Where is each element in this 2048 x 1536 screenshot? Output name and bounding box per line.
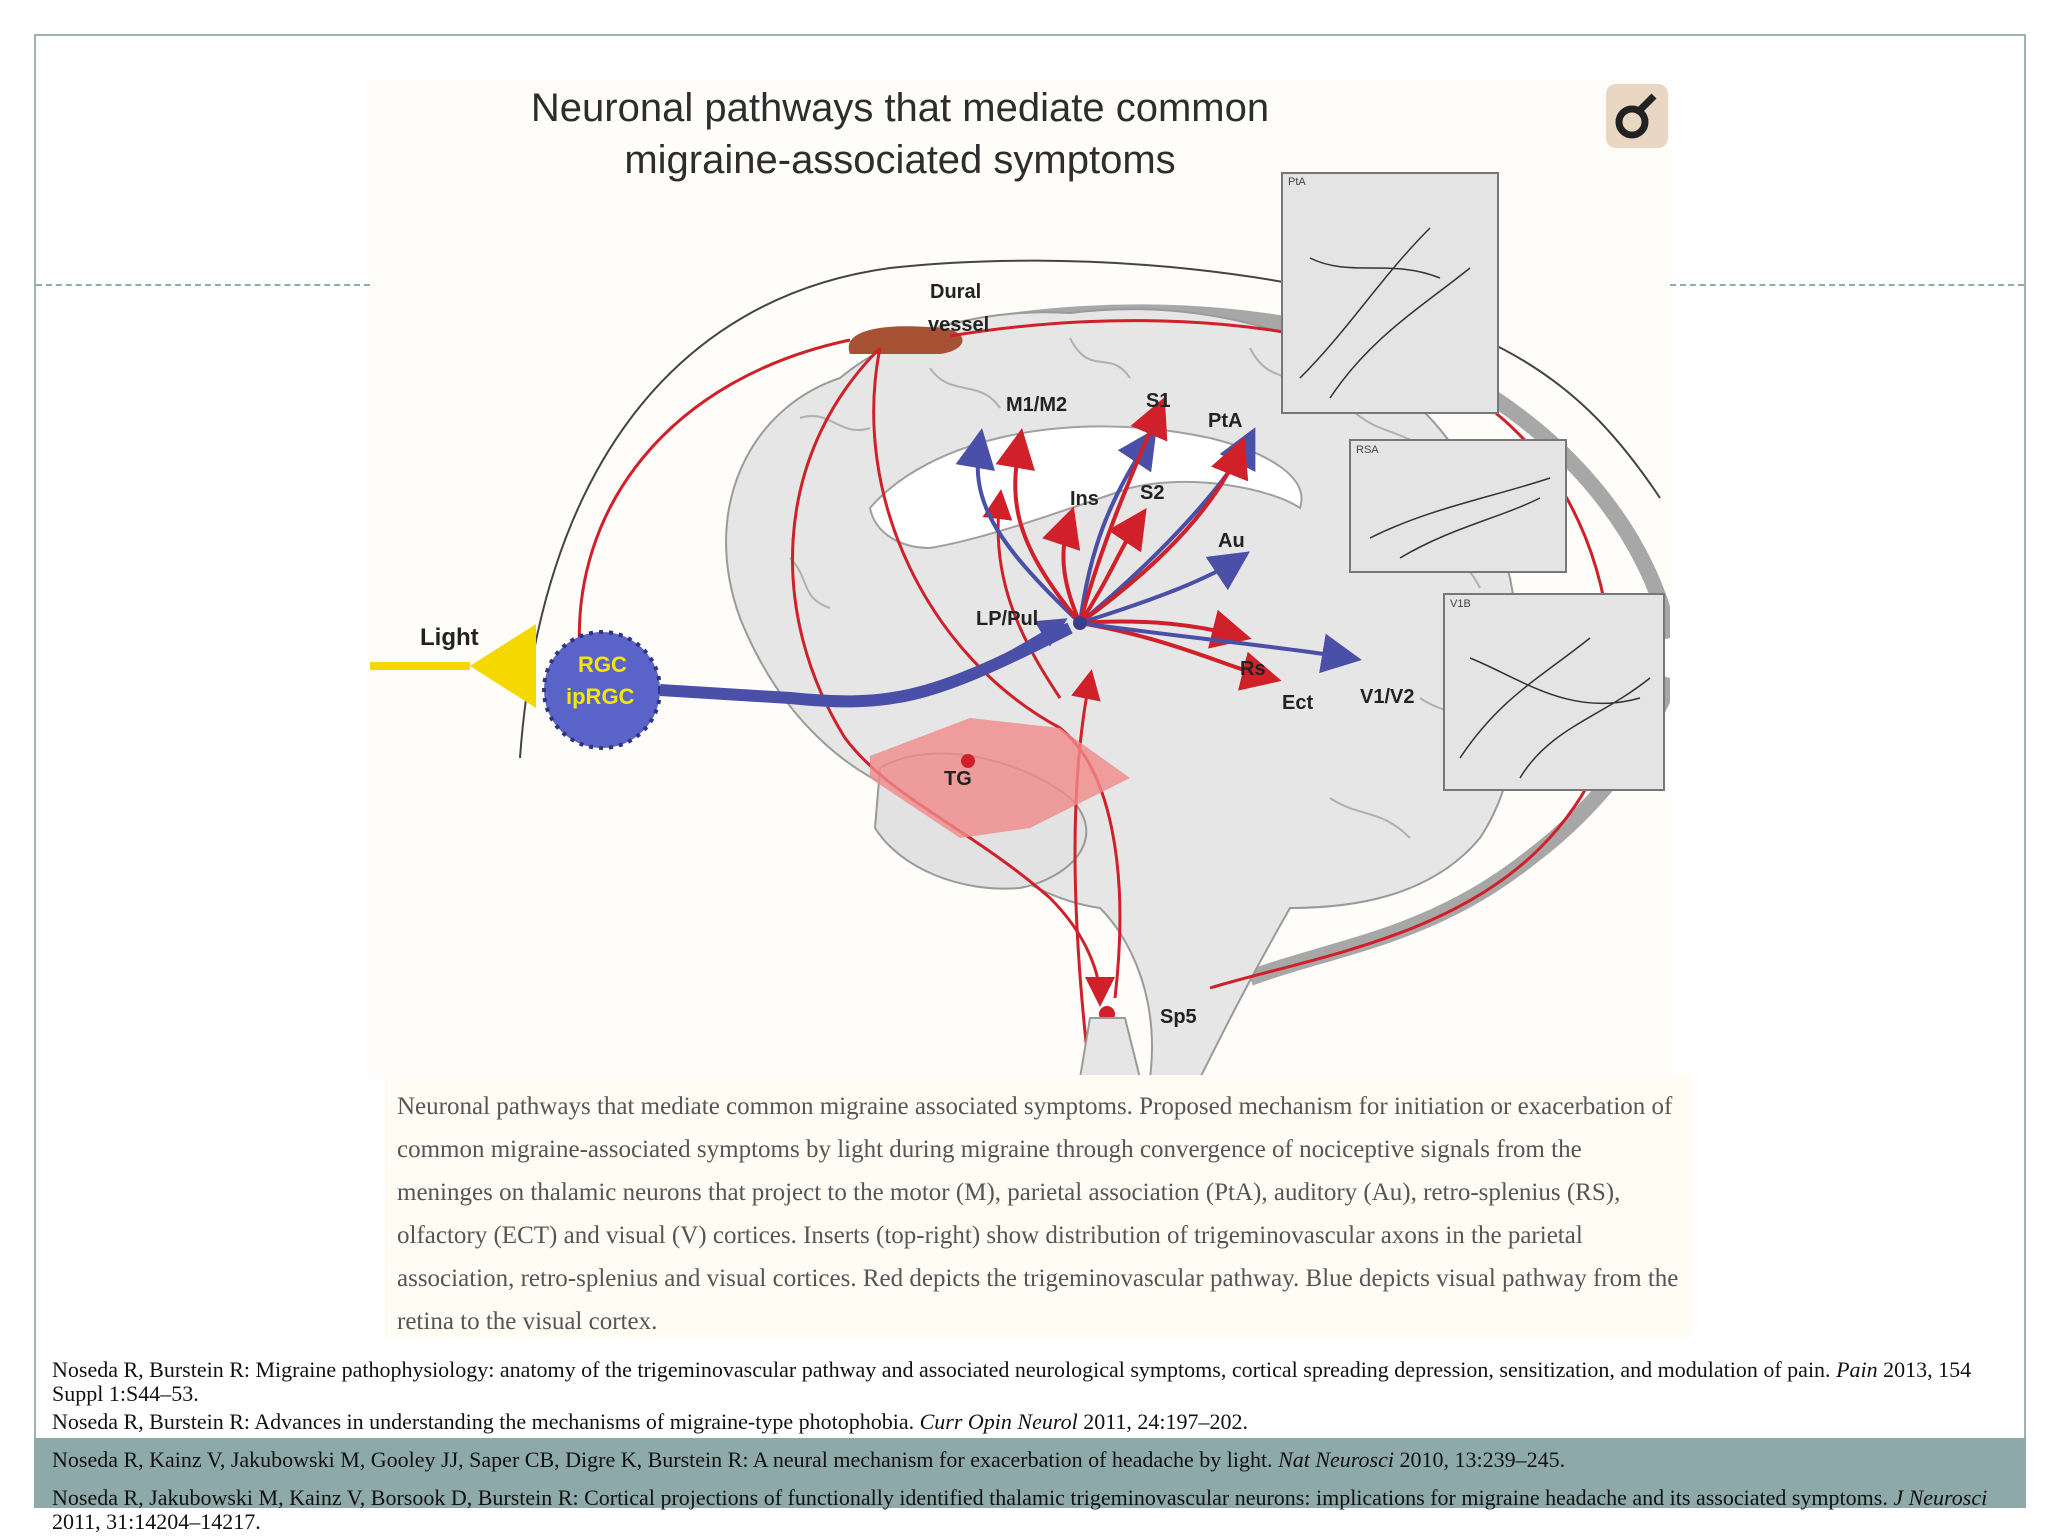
skull-outline (519, 259, 1661, 759)
references-list: Noseda R, Burstein R: Migraine pathophys… (52, 1358, 2012, 1534)
label-s1: S1 (1146, 390, 1171, 412)
inset-rsa (1349, 439, 1567, 573)
label-sp5: Sp5 (1160, 1006, 1197, 1028)
figure-title-line2: migraine-associated symptoms (624, 138, 1176, 182)
label-ins: Ins (1070, 488, 1099, 510)
inset-label-pta: PtA (1288, 176, 1306, 188)
label-tg: TG (944, 768, 972, 790)
label-lppul: LP/Pul (976, 608, 1039, 630)
label-m1m2: M1/M2 (1006, 394, 1068, 416)
label-rs: Rs (1240, 658, 1266, 680)
label-dural: Dural (930, 281, 982, 303)
journal-logo-icon (1606, 84, 1668, 148)
trigeminal-ganglion (870, 718, 1130, 838)
reference-item: Noseda R, Jakubowski M, Kainz V, Borsook… (52, 1485, 1988, 1534)
thalamic-projections (955, 396, 1362, 691)
label-au: Au (1218, 530, 1245, 552)
reference-item: Noseda R, Burstein R: Advances in unders… (52, 1409, 1249, 1434)
figure-caption: Neuronal pathways that mediate common mi… (385, 1075, 1690, 1337)
dashed-divider-right (1670, 284, 2024, 286)
reference-item: Noseda R, Burstein R: Migraine pathophys… (52, 1357, 1972, 1406)
references-highlight-band (34, 1438, 2026, 1508)
reference-item: Noseda R, Kainz V, Jakubowski M, Gooley … (52, 1447, 1566, 1472)
inset-label-rsa: RSA (1356, 444, 1379, 456)
label-ect: Ect (1282, 692, 1314, 714)
figure-title: Neuronal pathways that mediate common mi… (370, 82, 1430, 186)
pathway-diagram (370, 78, 1670, 1078)
light-triangle (470, 624, 536, 708)
label-s2: S2 (1140, 482, 1165, 504)
label-iprgc: ipRGC (566, 684, 635, 709)
label-vessel: vessel (928, 314, 990, 336)
label-rgc: RGC (578, 652, 627, 677)
inset-pta (1281, 172, 1499, 414)
dashed-divider-left (36, 284, 370, 286)
label-v1v2: V1/V2 (1360, 686, 1415, 708)
pathway-figure: Neuronal pathways that mediate common mi… (370, 78, 1670, 1078)
dural-vessel (848, 326, 963, 354)
inset-v1b (1443, 593, 1665, 791)
label-pta: PtA (1208, 410, 1243, 432)
inset-label-v1b: V1B (1450, 598, 1471, 610)
label-light: Light (420, 624, 479, 651)
figure-title-line1: Neuronal pathways that mediate common (530, 86, 1270, 130)
